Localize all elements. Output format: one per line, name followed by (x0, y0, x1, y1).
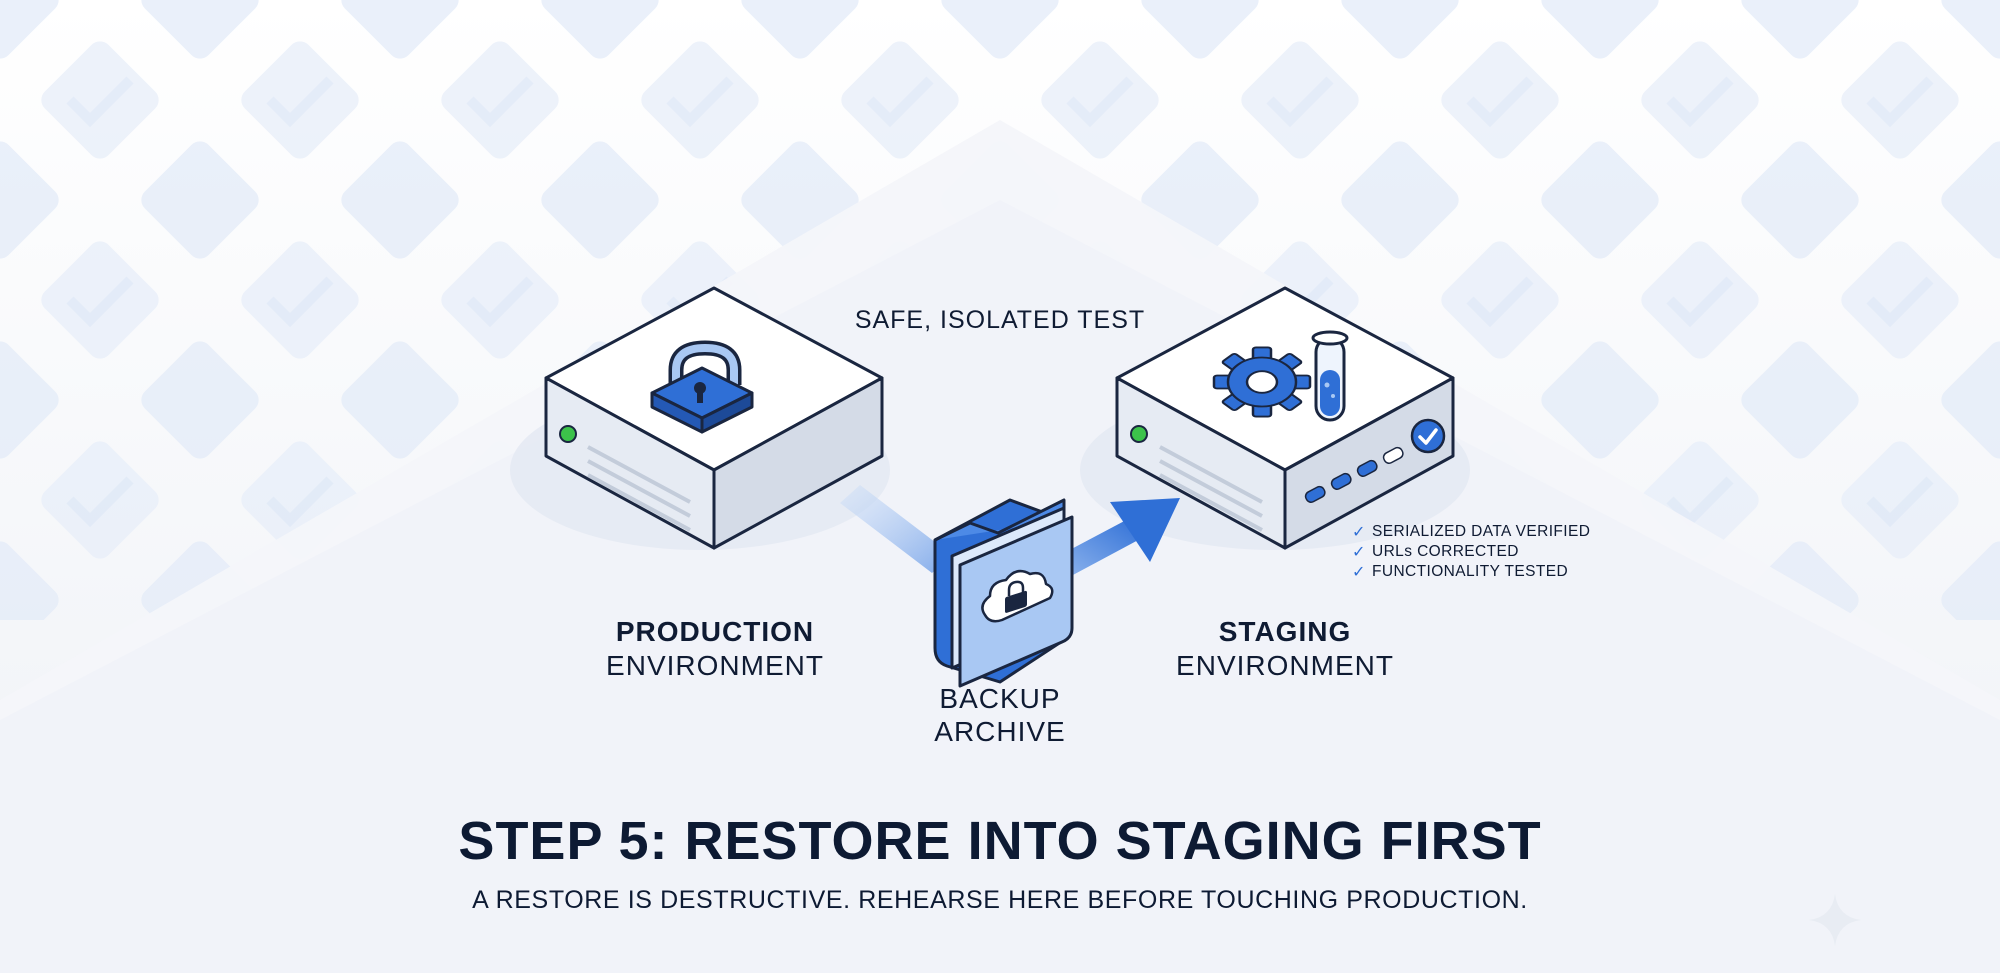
sparkle-icon (1809, 894, 1861, 946)
production-label-line1: PRODUCTION (615, 616, 815, 647)
checklist-item: ✓ URLs CORRECTED (1352, 542, 1590, 562)
lock-icon (650, 340, 754, 434)
checklist-item-label: URLs CORRECTED (1372, 543, 1519, 560)
progress-pills (1304, 446, 1404, 503)
step-subtitle: A RESTORE IS DESTRUCTIVE. REHEARSE HERE … (472, 886, 1528, 914)
production-label-line2: ENVIRONMENT (606, 650, 824, 681)
checklist-item-label: FUNCTIONALITY TESTED (1372, 563, 1569, 580)
status-light (559, 425, 577, 443)
test-tube-icon (1311, 330, 1349, 422)
check-icon: ✓ (1352, 524, 1366, 541)
staging-label-line2: ENVIRONMENT (1176, 650, 1394, 681)
backup-archive-label: BACKUP ARCHIVE (860, 682, 1140, 748)
step-title: STEP 5: RESTORE INTO STAGING FIRST (458, 811, 1542, 871)
gear-icon (1212, 346, 1312, 418)
backup-label-line2: ARCHIVE (934, 716, 1066, 747)
backup-folder-icon (933, 498, 1074, 688)
safe-isolated-test-label: SAFE, ISOLATED TEST (854, 306, 1146, 334)
checklist-item: ✓ FUNCTIONALITY TESTED (1352, 562, 1590, 582)
status-light (1130, 425, 1148, 443)
checklist-item-label: SERIALIZED DATA VERIFIED (1372, 523, 1591, 540)
flow-arrow-to-backup (840, 485, 952, 573)
check-icon: ✓ (1352, 564, 1366, 581)
cloud-lock-icon (981, 569, 1054, 623)
checkmark-badge-icon (1410, 418, 1446, 454)
backup-label-line1: BACKUP (939, 683, 1061, 714)
check-icon: ✓ (1352, 544, 1366, 561)
staging-label-line1: STAGING (1218, 616, 1352, 647)
staging-environment-label: STAGING ENVIRONMENT (1110, 615, 1460, 683)
verification-checklist: ✓ SERIALIZED DATA VERIFIED ✓ URLs CORRECTE… (1352, 522, 1590, 582)
production-environment-label: PRODUCTION ENVIRONMENT (540, 615, 890, 683)
checklist-item: ✓ SERIALIZED DATA VERIFIED (1352, 522, 1590, 542)
